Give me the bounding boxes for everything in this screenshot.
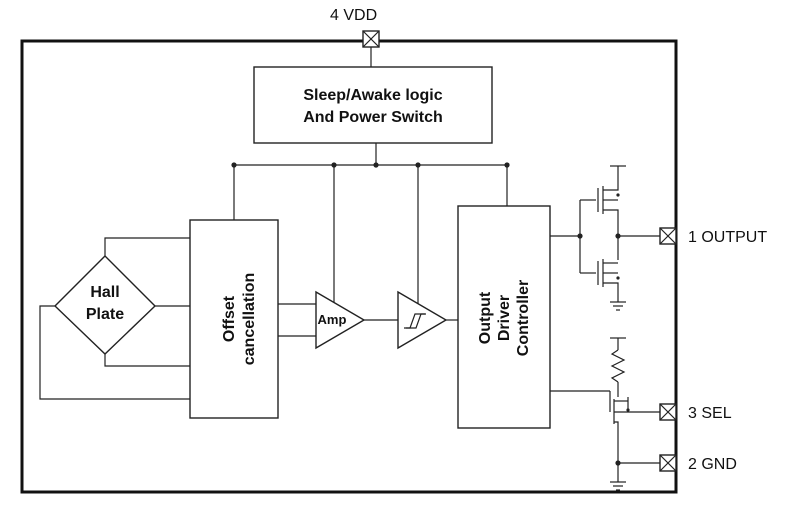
power-bus bbox=[231, 143, 510, 306]
output-driver-controller bbox=[457, 205, 551, 429]
pin-output bbox=[659, 227, 677, 245]
chip-outline bbox=[20, 39, 678, 494]
amplifier bbox=[315, 290, 366, 350]
pin-sel-label: 3 SEL bbox=[688, 405, 732, 422]
driver-label-line2: Driver bbox=[496, 295, 513, 341]
pin-vdd bbox=[362, 30, 380, 48]
hall-label-line1: Hall bbox=[90, 284, 119, 301]
driver-label-line3: Controller bbox=[515, 280, 532, 356]
hall-plate bbox=[53, 255, 157, 355]
offset-label-line1: Offset bbox=[221, 295, 238, 342]
pin-output-label: 1 OUTPUT bbox=[688, 229, 767, 246]
output-transistor-stage bbox=[550, 165, 660, 311]
offset-to-amp-wires bbox=[278, 303, 316, 337]
sel-transistor-stage bbox=[550, 337, 660, 491]
pin-sel bbox=[659, 403, 677, 421]
hall-connections bbox=[39, 237, 190, 400]
sleep-awake-label-line1: Sleep/Awake logic bbox=[303, 87, 442, 104]
offset-label-line2: cancellation bbox=[241, 273, 258, 365]
amp-label: Amp bbox=[318, 312, 347, 327]
sleep-awake-block bbox=[253, 66, 493, 144]
pin-gnd bbox=[659, 454, 677, 472]
offset-cancellation-block bbox=[189, 219, 279, 419]
hall-label-line2: Plate bbox=[86, 306, 124, 323]
pin-gnd-label: 2 GND bbox=[688, 456, 737, 473]
schmitt-trigger bbox=[397, 290, 448, 350]
driver-label-line1: Output bbox=[477, 291, 494, 344]
hysteresis-icon bbox=[404, 313, 426, 329]
pin-vdd-label: 4 VDD bbox=[330, 7, 377, 24]
sleep-awake-label-line2: And Power Switch bbox=[303, 109, 443, 126]
